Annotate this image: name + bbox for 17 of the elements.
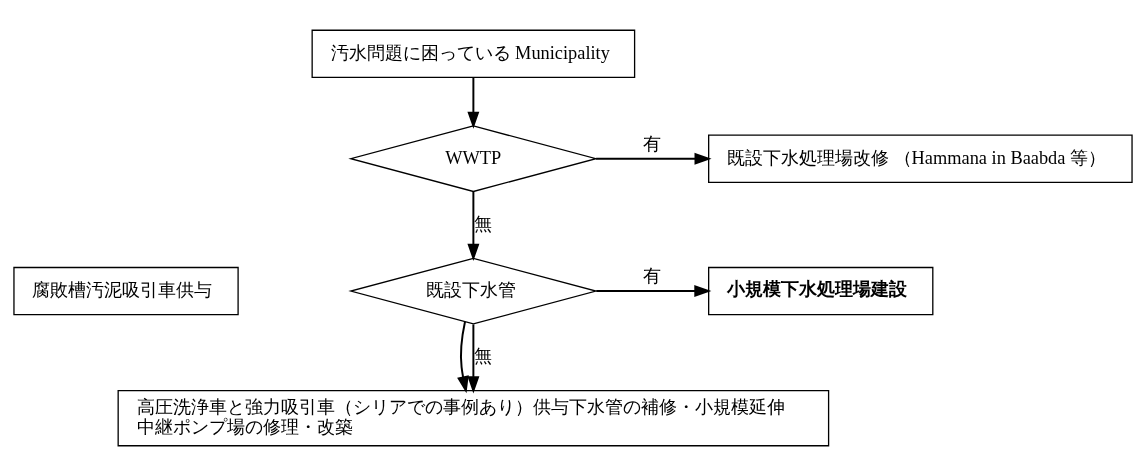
node-box: 腐敗槽汚泥吸引車供与 xyxy=(13,266,239,316)
edge-label: 無 xyxy=(474,346,493,367)
node-box: 汚水問題に困っている Municipality xyxy=(311,29,636,79)
node-box: 既設下水処理場改修 （Hammana in Baabda 等） xyxy=(708,134,1133,183)
arrow xyxy=(457,320,469,394)
edge-label: 有 xyxy=(643,266,662,287)
edge-label: 有 xyxy=(643,133,662,154)
arrow xyxy=(467,190,480,261)
arrow xyxy=(467,323,480,394)
node-box: 高圧洗浄車と強力吸引車（シリアでの事例あり）供与下水管の補修・小規模延伸 中継ポンプ場の修理・改築 xyxy=(117,390,830,447)
arrow xyxy=(595,152,712,165)
arrow xyxy=(595,285,712,298)
node-diamond: WWTP xyxy=(348,125,599,193)
arrow xyxy=(467,76,480,129)
edge-label: 無 xyxy=(474,213,493,234)
node-box: 小規模下水処理場建設 xyxy=(708,266,934,316)
node-diamond: 既設下水管 xyxy=(348,257,599,325)
